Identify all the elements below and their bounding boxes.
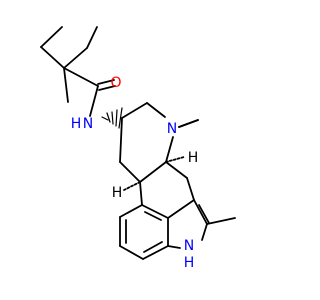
bond: [63, 67, 99, 87]
amide-nitrogen-label: N: [83, 116, 93, 132]
bond: [119, 117, 123, 163]
bond: [165, 136, 174, 163]
bond: [206, 217, 236, 225]
atom-labels: O N H N N H H H: [71, 75, 199, 271]
bond: [165, 161, 188, 179]
bond: [63, 67, 69, 103]
pyrrole-ring: [167, 199, 236, 249]
double-bond: [98, 85, 116, 91]
bond: [119, 245, 144, 260]
bond: [146, 102, 166, 118]
n-methyl-bond: [178, 119, 199, 128]
ring-d: [119, 102, 199, 183]
bond: [40, 26, 63, 48]
stereo-hash-bond: [101, 107, 123, 129]
double-bond: [97, 79, 115, 85]
bond: [186, 177, 195, 201]
ring-nitrogen-label: N: [167, 121, 177, 137]
bond: [121, 102, 148, 119]
bond: [89, 85, 99, 117]
stereo-hydrogen-lower-label: H: [112, 185, 123, 201]
stereo-bond: [123, 181, 141, 191]
bond: [86, 26, 98, 49]
bond: [201, 223, 208, 241]
bond: [141, 204, 169, 219]
stereo-bond: [165, 156, 185, 163]
double-bond: [198, 204, 210, 224]
bond: [142, 245, 169, 260]
double-bond: [144, 211, 162, 221]
bond: [139, 161, 167, 183]
bond: [167, 199, 195, 219]
oxygen-label: O: [110, 75, 121, 91]
double-bond: [143, 241, 163, 253]
bond: [63, 47, 88, 69]
bond: [139, 181, 143, 206]
bond: [193, 199, 208, 225]
benzene-ring: [119, 204, 169, 260]
structure-diagram: O N H N N H H H: [40, 26, 236, 271]
bond: [119, 204, 143, 218]
indole-hydrogen-label: H: [184, 255, 195, 271]
molecule-drawing: O N H N N H H H: [40, 26, 236, 271]
acyl-group: [40, 26, 116, 117]
indole-nitrogen-label: N: [184, 238, 194, 254]
bond: [119, 161, 141, 183]
ring-c: [123, 156, 195, 206]
amide-hydrogen-label: H: [71, 116, 82, 132]
stereo-hydrogen-upper-label: H: [188, 150, 199, 166]
bond: [40, 46, 65, 69]
bond: [167, 245, 181, 249]
